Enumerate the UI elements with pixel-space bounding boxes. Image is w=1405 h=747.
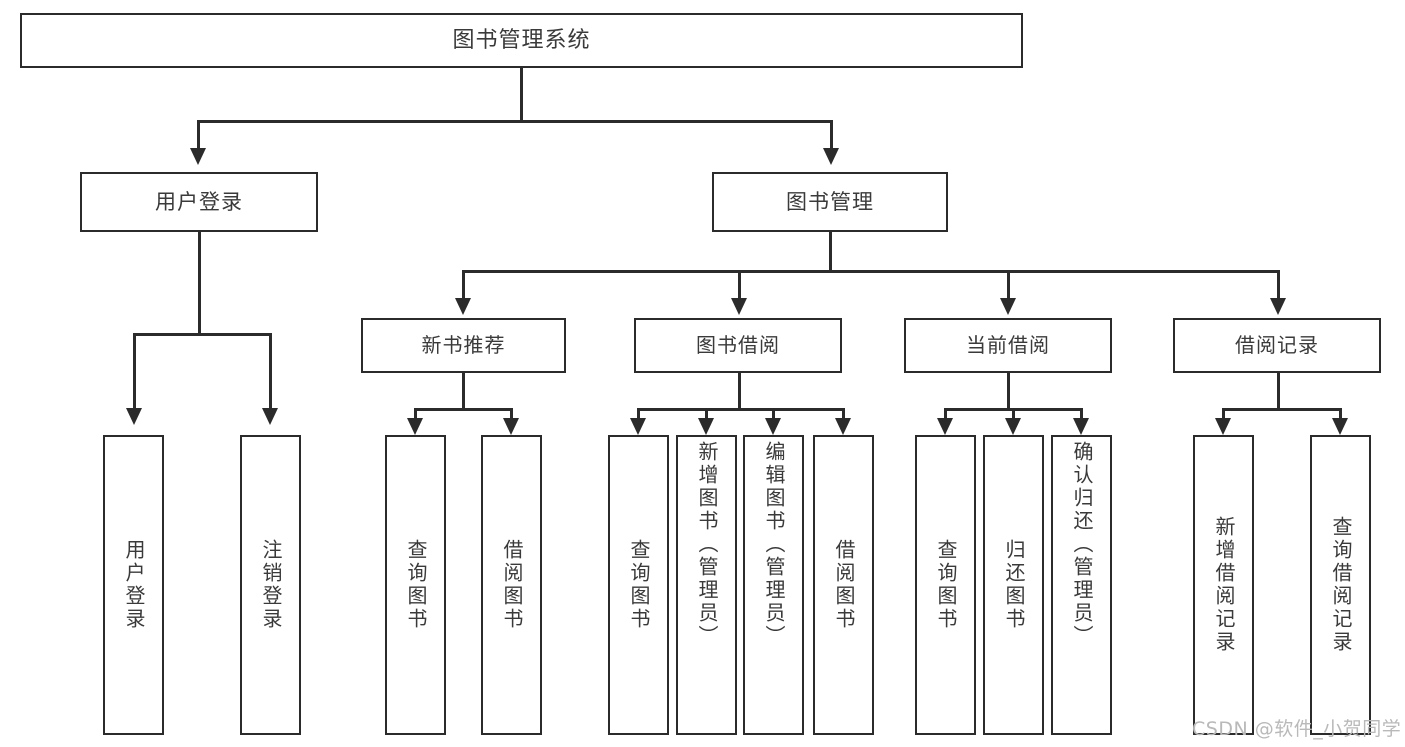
connector-user-login-bus	[133, 333, 271, 336]
connector-new-book-stem	[462, 373, 465, 408]
connector-drop-nb-2	[510, 408, 513, 420]
connector-book-borrow-bus	[637, 408, 845, 411]
arrow-to-bb-leaf-4	[835, 418, 851, 435]
leaf-user-login[interactable]: 用户登录	[103, 435, 164, 735]
leaf-borrow-book-recommend[interactable]: 借阅图书	[481, 435, 542, 735]
arrow-to-bb-leaf-1	[630, 418, 646, 435]
node-label: 借阅图书	[500, 539, 524, 631]
node-book-management[interactable]: 图书管理	[712, 172, 948, 232]
node-label: 注销登录	[259, 539, 283, 631]
leaf-borrow-book[interactable]: 借阅图书	[813, 435, 874, 735]
node-label: 用户登录	[122, 539, 146, 631]
node-label: 图书管理	[786, 189, 874, 214]
connector-drop-book-management	[830, 120, 833, 148]
connector-drop-bb-1	[637, 408, 640, 420]
node-label: 新增图书（管理员）	[695, 441, 719, 648]
arrow-to-user-login	[190, 148, 206, 165]
arrow-to-book-borrow	[731, 298, 747, 315]
node-user-login[interactable]: 用户登录	[80, 172, 318, 232]
node-label: 查询图书	[627, 539, 651, 631]
connector-borrow-record-stem	[1277, 373, 1280, 408]
node-current-borrow[interactable]: 当前借阅	[904, 318, 1112, 373]
node-label: 查询图书	[404, 539, 428, 631]
node-label: 确认归还（管理员）	[1070, 441, 1094, 648]
node-label: 归还图书	[1002, 539, 1026, 631]
node-root-book-management-system[interactable]: 图书管理系统	[20, 13, 1023, 68]
connector-level2-bus	[462, 270, 1280, 273]
connector-drop-new-book	[462, 270, 465, 298]
arrow-to-new-book-recommend	[455, 298, 471, 315]
node-label: 图书借阅	[696, 333, 780, 357]
connector-drop-bb-3	[772, 408, 775, 420]
leaf-query-book-recommend[interactable]: 查询图书	[385, 435, 446, 735]
node-label: 新书推荐	[421, 333, 506, 357]
node-label: 查询图书	[934, 539, 958, 631]
connector-new-book-bus	[414, 408, 513, 411]
connector-user-login-stem	[198, 232, 201, 333]
node-borrow-record[interactable]: 借阅记录	[1173, 318, 1381, 373]
node-new-book-recommend[interactable]: 新书推荐	[361, 318, 566, 373]
node-label: 新增借阅记录	[1212, 516, 1236, 654]
arrow-to-login-leaf-2	[262, 408, 278, 425]
connector-drop-nb-1	[414, 408, 417, 420]
connector-drop-br-1	[1222, 408, 1225, 420]
leaf-query-borrow-record[interactable]: 查询借阅记录	[1310, 435, 1371, 735]
arrow-to-cb-leaf-1	[937, 418, 953, 435]
leaf-add-borrow-record[interactable]: 新增借阅记录	[1193, 435, 1254, 735]
arrow-to-br-leaf-1	[1215, 418, 1231, 435]
arrow-to-bb-leaf-2	[698, 418, 714, 435]
node-book-borrow[interactable]: 图书借阅	[634, 318, 842, 373]
leaf-logout[interactable]: 注销登录	[240, 435, 301, 735]
arrow-to-borrow-record	[1270, 298, 1286, 315]
connector-level1-bus	[197, 120, 833, 123]
node-label: 图书管理系统	[452, 27, 591, 53]
arrow-to-br-leaf-2	[1332, 418, 1348, 435]
leaf-return-book[interactable]: 归还图书	[983, 435, 1044, 735]
connector-drop-book-borrow	[738, 270, 741, 298]
csdn-watermark: CSDN @软件_小贺同学	[1192, 718, 1402, 740]
connector-drop-cb-2	[1012, 408, 1015, 420]
arrow-to-bb-leaf-3	[765, 418, 781, 435]
arrow-to-book-management	[823, 148, 839, 165]
arrow-to-nb-leaf-2	[503, 418, 519, 435]
arrow-to-nb-leaf-1	[407, 418, 423, 435]
arrow-to-cb-leaf-3	[1073, 418, 1089, 435]
connector-drop-bb-4	[842, 408, 845, 420]
connector-book-management-stem	[829, 232, 832, 270]
connector-drop-cb-1	[944, 408, 947, 420]
connector-drop-bb-2	[705, 408, 708, 420]
connector-borrow-record-bus	[1222, 408, 1342, 411]
leaf-confirm-return-admin[interactable]: 确认归还（管理员）	[1051, 435, 1112, 735]
node-label: 借阅图书	[832, 539, 856, 631]
connector-root-stem	[520, 68, 523, 120]
leaf-add-book-admin[interactable]: 新增图书（管理员）	[676, 435, 737, 735]
connector-drop-login-2	[269, 333, 272, 408]
connector-drop-cb-3	[1080, 408, 1083, 420]
node-label: 用户登录	[155, 189, 243, 214]
arrow-to-cb-leaf-2	[1005, 418, 1021, 435]
arrow-to-current-borrow	[1000, 298, 1016, 315]
node-label: 借阅记录	[1235, 333, 1319, 357]
connector-drop-user-login	[197, 120, 200, 148]
leaf-query-book-borrow[interactable]: 查询图书	[608, 435, 669, 735]
connector-drop-login-1	[133, 333, 136, 408]
connector-drop-br-2	[1339, 408, 1342, 420]
connector-current-borrow-stem	[1007, 373, 1010, 408]
arrow-to-login-leaf-1	[126, 408, 142, 425]
connector-book-borrow-stem	[738, 373, 741, 408]
node-label: 查询借阅记录	[1329, 516, 1353, 654]
connector-drop-current-borrow	[1007, 270, 1010, 298]
leaf-edit-book-admin[interactable]: 编辑图书（管理员）	[743, 435, 804, 735]
connector-drop-borrow-record	[1277, 270, 1280, 298]
node-label: 当前借阅	[966, 333, 1050, 357]
leaf-query-book-current[interactable]: 查询图书	[915, 435, 976, 735]
node-label: 编辑图书（管理员）	[762, 441, 786, 648]
